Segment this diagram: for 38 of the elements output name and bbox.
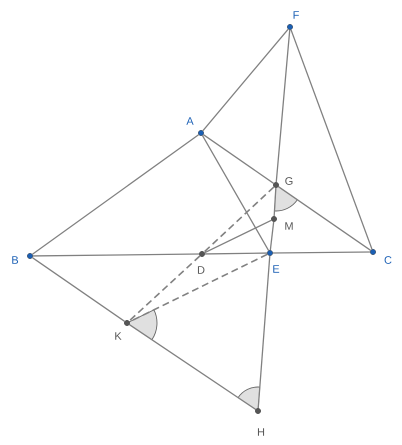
line-segment — [258, 256, 270, 408]
point — [198, 130, 204, 136]
point-label: H — [258, 428, 264, 436]
line-segment — [204, 220, 272, 254]
line-segment — [274, 188, 276, 216]
point — [27, 253, 33, 259]
point-label: K — [115, 332, 122, 340]
point — [255, 408, 261, 414]
point-label: E — [273, 265, 280, 273]
point — [370, 249, 376, 255]
line-segment — [202, 135, 270, 251]
line-segment — [203, 134, 274, 184]
line-segment — [32, 257, 125, 322]
dashed-line — [128, 255, 200, 322]
line-segment — [32, 134, 199, 255]
point-label: M — [285, 222, 293, 230]
point — [271, 216, 277, 222]
line-segment — [129, 324, 256, 410]
point-label: A — [186, 117, 194, 125]
point-label: D — [198, 266, 204, 274]
line-segment — [270, 222, 274, 250]
dashed-line — [204, 186, 274, 253]
line-segment — [272, 251, 370, 254]
point — [273, 182, 279, 188]
line-segment — [276, 30, 290, 182]
point-label: B — [12, 256, 18, 264]
point-label: C — [384, 256, 392, 264]
point-label: F — [294, 11, 299, 19]
line-segment — [32, 253, 200, 257]
point — [287, 24, 293, 30]
point — [267, 250, 273, 256]
line-segment — [202, 28, 289, 132]
point — [199, 251, 205, 257]
point — [124, 320, 130, 326]
line-segment — [204, 252, 268, 255]
line-segment — [290, 30, 373, 250]
point-label: G — [285, 177, 292, 185]
line-segment — [278, 186, 371, 251]
